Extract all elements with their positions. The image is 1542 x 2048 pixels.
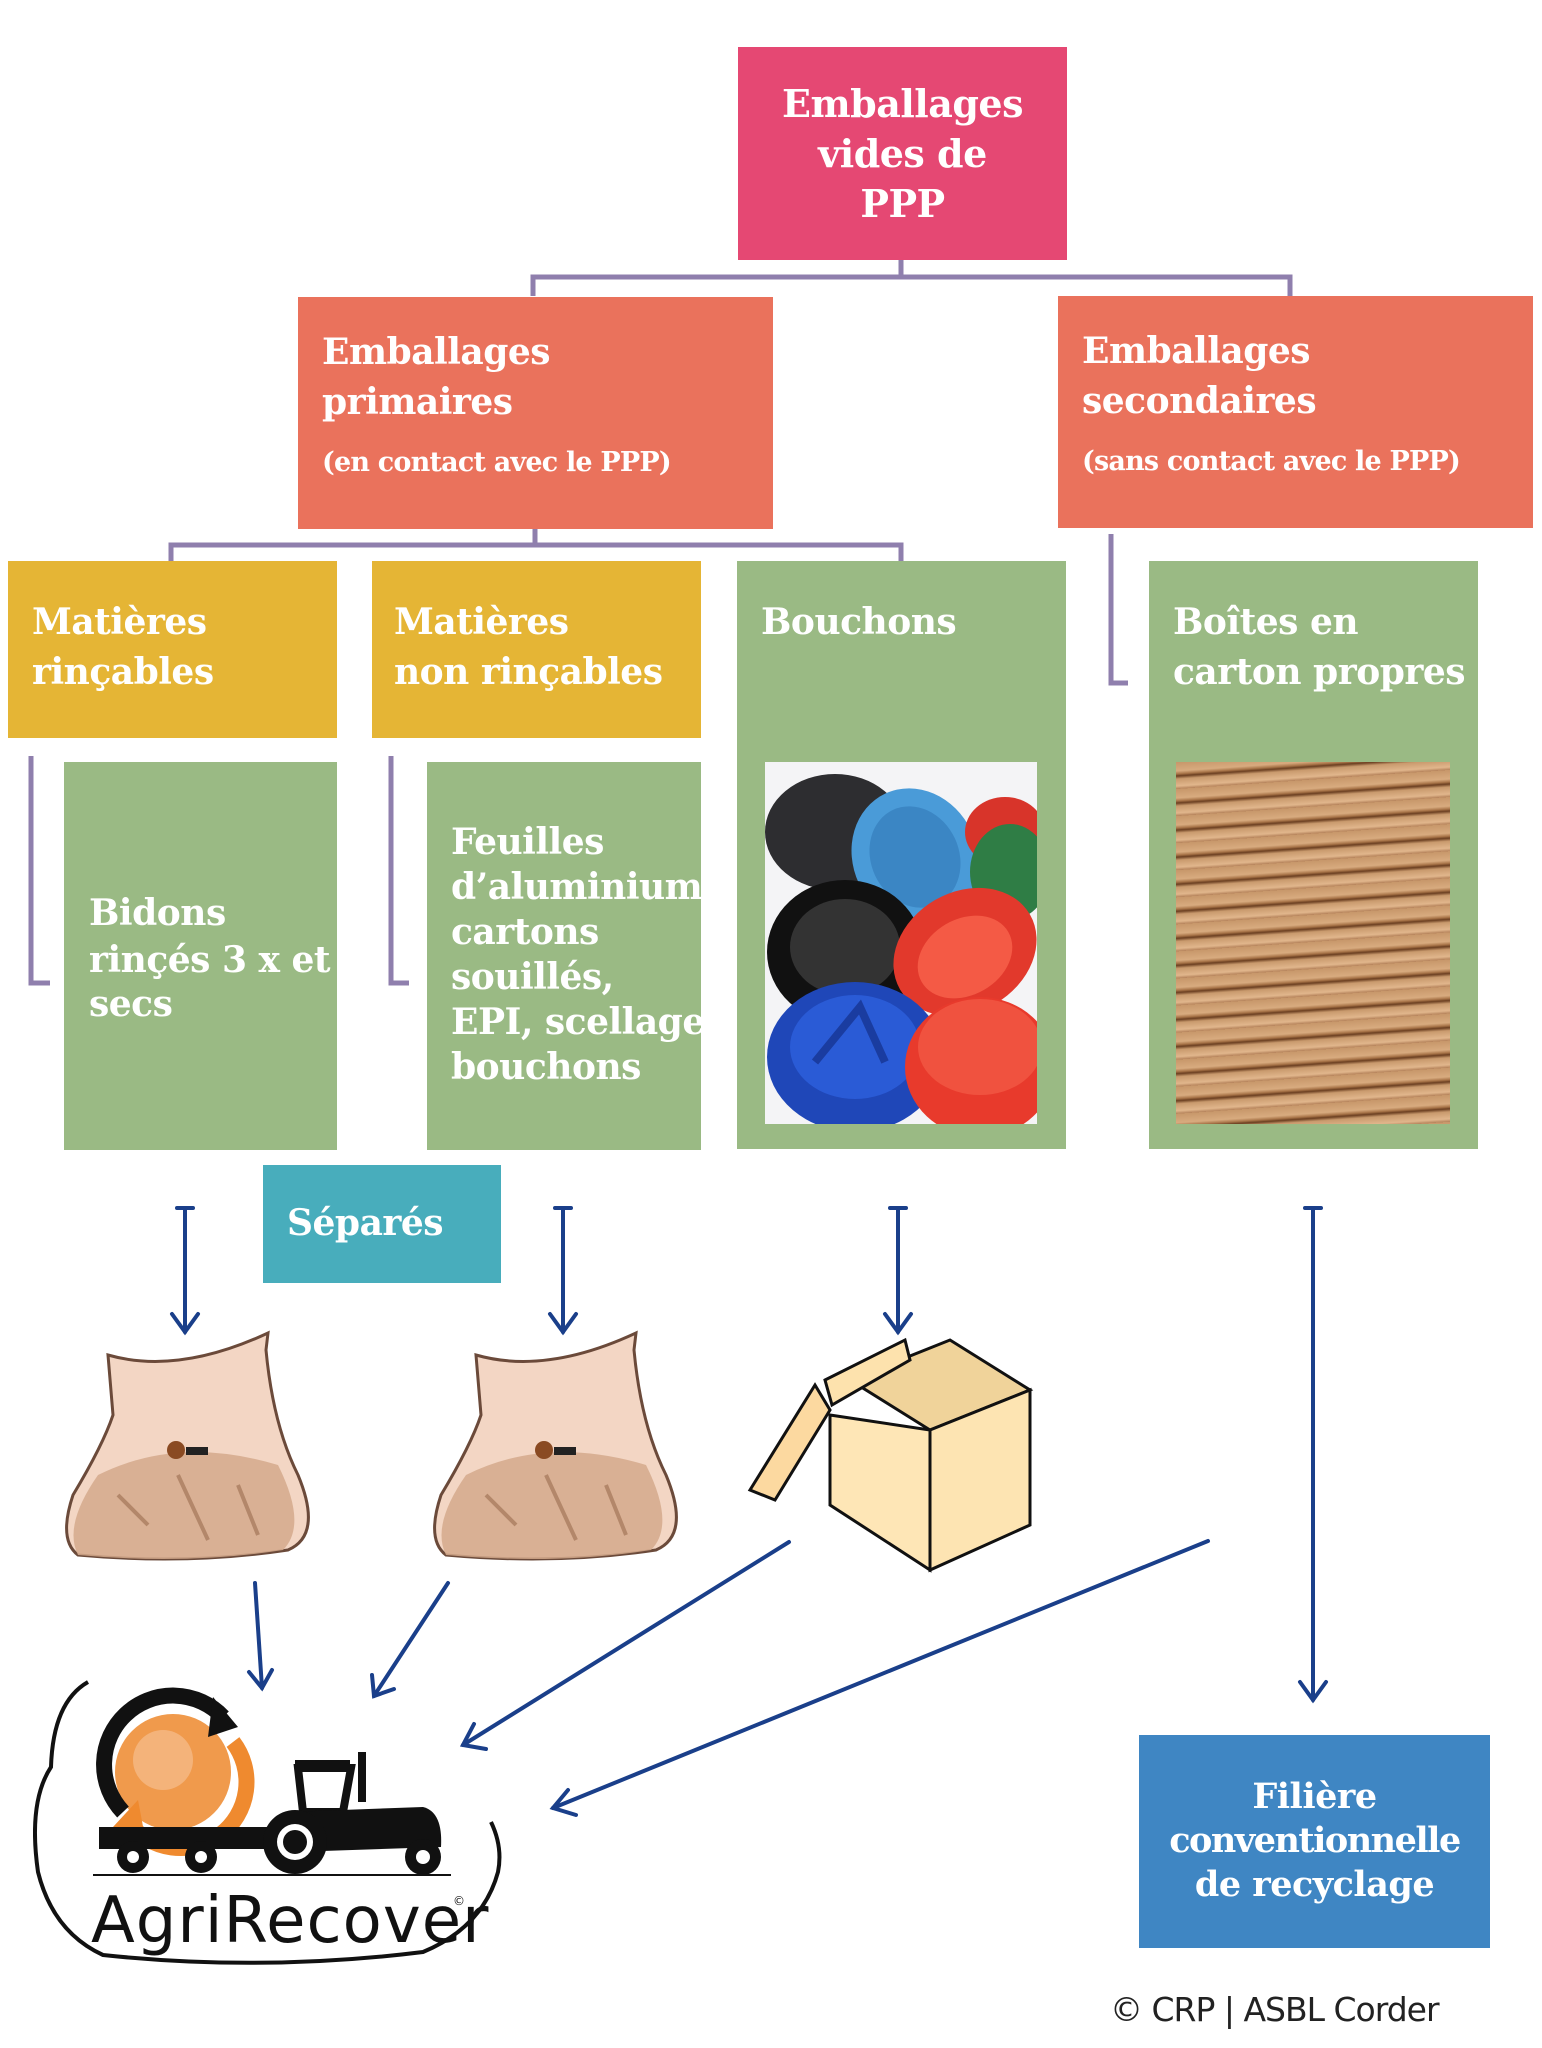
primary-note: (en contact avec le PPP) bbox=[322, 447, 672, 478]
non-rinsed-line1: Feuilles bbox=[451, 821, 604, 863]
caps-illustration bbox=[765, 774, 1037, 1124]
plastic-caps-photo bbox=[765, 762, 1037, 1124]
non-rinsed-line4: souillés, bbox=[451, 956, 614, 998]
agrirecover-wordmark: AgriRecover bbox=[91, 1884, 490, 1958]
arrow-caps-to-box bbox=[883, 1206, 913, 1336]
non-rinsed-line6: bouchons bbox=[451, 1046, 641, 1088]
conventional-line1: Filière bbox=[1252, 1776, 1377, 1817]
primary-label-line1: Emballages bbox=[322, 331, 551, 373]
rinsed-cans-node: Bidons rinçés 3 x et secs bbox=[64, 762, 337, 1150]
secondary-note: (sans contact avec le PPP) bbox=[1082, 446, 1461, 477]
cardboard-label-line1: Boîtes en bbox=[1173, 601, 1359, 643]
root-label-line1: Emballages bbox=[782, 81, 1024, 126]
separated-label: Séparés bbox=[287, 1202, 444, 1244]
root-label-line3: PPP bbox=[860, 181, 945, 226]
collection-bag-illustration-1 bbox=[65, 1330, 310, 1561]
arrow-cardboard-to-conventional bbox=[1298, 1206, 1328, 1704]
caps-label: Bouchons bbox=[761, 601, 957, 643]
agrirecover-cloud-outline bbox=[33, 1680, 502, 1965]
arrow-rinsable-to-bag bbox=[170, 1206, 200, 1336]
rinsable-label-line2: rinçables bbox=[32, 651, 214, 693]
primary-label-line2: primaires bbox=[322, 381, 513, 423]
non-rinsed-line2: d’aluminium, bbox=[451, 866, 715, 908]
agrirecover-copyright-mark: © bbox=[453, 1894, 465, 1908]
non-rinsable-materials-node: Matières non rinçables bbox=[372, 561, 701, 738]
rinsed-cans-line2: rinçés 3 x et bbox=[89, 939, 331, 981]
root-label-line2: vides de bbox=[818, 131, 987, 176]
bracket-rinsable bbox=[28, 756, 50, 986]
cardboard-stack-photo bbox=[1176, 762, 1450, 1124]
root-node: Emballages vides de PPP bbox=[738, 47, 1067, 260]
conventional-line3: de recyclage bbox=[1194, 1864, 1435, 1905]
rinsable-label-line1: Matières bbox=[32, 601, 207, 643]
non-rinsed-line3: cartons bbox=[451, 911, 599, 953]
non-rinsable-label-line2: non rinçables bbox=[394, 651, 663, 693]
non-rinsable-label-line1: Matières bbox=[394, 601, 569, 643]
cardboard-label-line2: carton propres bbox=[1173, 651, 1466, 693]
connector-level2 bbox=[168, 542, 904, 561]
collection-bag-illustration-2 bbox=[433, 1330, 678, 1561]
non-rinsed-items-node: Feuilles d’aluminium, cartons souillés, … bbox=[427, 762, 715, 1150]
rinsed-cans-line3: secs bbox=[89, 983, 173, 1025]
connector-secondary bbox=[1108, 534, 1128, 686]
separated-label-box: Séparés bbox=[263, 1165, 501, 1283]
secondary-label-line2: secondaires bbox=[1082, 380, 1317, 422]
secondary-packaging-node: Emballages secondaires (sans contact ave… bbox=[1058, 296, 1533, 528]
agrirecover-logo: AgriRecover © bbox=[33, 1672, 503, 1968]
arrow-secondary-to-agrirecover bbox=[549, 1539, 1210, 1817]
cardboard-box-illustration bbox=[747, 1337, 1034, 1573]
primary-packaging-node: Emballages primaires (en contact avec le… bbox=[298, 297, 773, 529]
conventional-recycling-node: Filière conventionnelle de recyclage bbox=[1139, 1735, 1490, 1948]
rinsable-materials-node: Matières rinçables bbox=[8, 561, 337, 738]
rinsed-cans-line1: Bidons bbox=[89, 892, 226, 934]
arrow-non-rinsable-to-bag bbox=[548, 1206, 578, 1336]
image-credit: © CRP | ASBL Corder bbox=[1110, 1990, 1440, 2029]
secondary-label-line1: Emballages bbox=[1082, 330, 1311, 372]
bracket-non-rinsable bbox=[388, 756, 409, 986]
connector-level1 bbox=[530, 274, 1293, 296]
non-rinsed-line5: EPI, scellage bbox=[451, 1001, 705, 1043]
conventional-line2: conventionnelle bbox=[1169, 1820, 1461, 1861]
